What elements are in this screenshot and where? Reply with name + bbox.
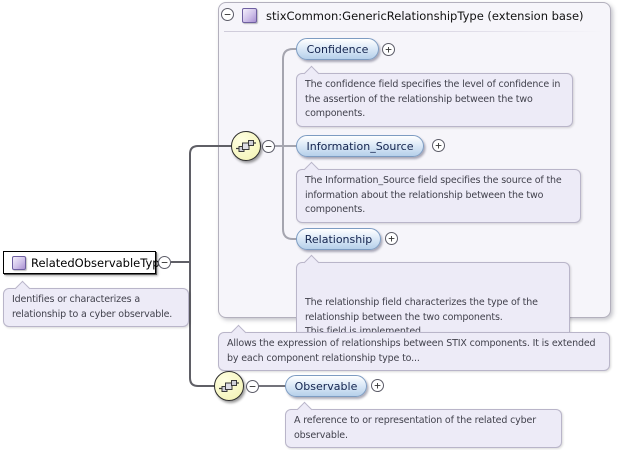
collapse-icon[interactable]: − <box>221 8 234 21</box>
collapse-icon[interactable]: − <box>262 140 275 153</box>
sequence-icon[interactable] <box>231 131 261 161</box>
sequence-chain-glyph <box>219 380 239 392</box>
expand-icon[interactable]: + <box>382 43 395 56</box>
expand-icon[interactable]: + <box>385 232 398 245</box>
doc-root-type: Identifies or characterizes a relationsh… <box>3 280 189 327</box>
expand-icon[interactable]: + <box>432 139 445 152</box>
doc-confidence: The confidence field specifies the level… <box>296 65 573 127</box>
collapse-icon[interactable]: − <box>158 256 171 269</box>
extension-base-title: stixCommon:GenericRelationshipType (exte… <box>266 9 584 23</box>
doc-information-source: The Information_Source field specifies t… <box>296 161 581 223</box>
element-relationship[interactable]: Relationship <box>296 228 381 250</box>
complex-type-icon <box>242 8 257 23</box>
extension-annotation: Allows the expression of relationships b… <box>218 324 610 371</box>
root-type-box[interactable]: RelatedObservableType <box>3 251 167 274</box>
element-observable[interactable]: Observable <box>285 375 367 397</box>
header-divider <box>224 31 604 32</box>
sequence-chain-glyph <box>236 140 256 152</box>
collapse-icon[interactable]: − <box>246 380 259 393</box>
complex-type-icon <box>12 256 26 270</box>
sequence-icon[interactable] <box>214 371 244 401</box>
root-type-label: RelatedObservableType <box>31 255 167 270</box>
doc-observable: A reference to or representation of the … <box>285 401 562 448</box>
expand-icon[interactable]: + <box>371 379 384 392</box>
element-information-source[interactable]: Information_Source <box>296 135 424 157</box>
element-confidence[interactable]: Confidence <box>296 38 379 60</box>
